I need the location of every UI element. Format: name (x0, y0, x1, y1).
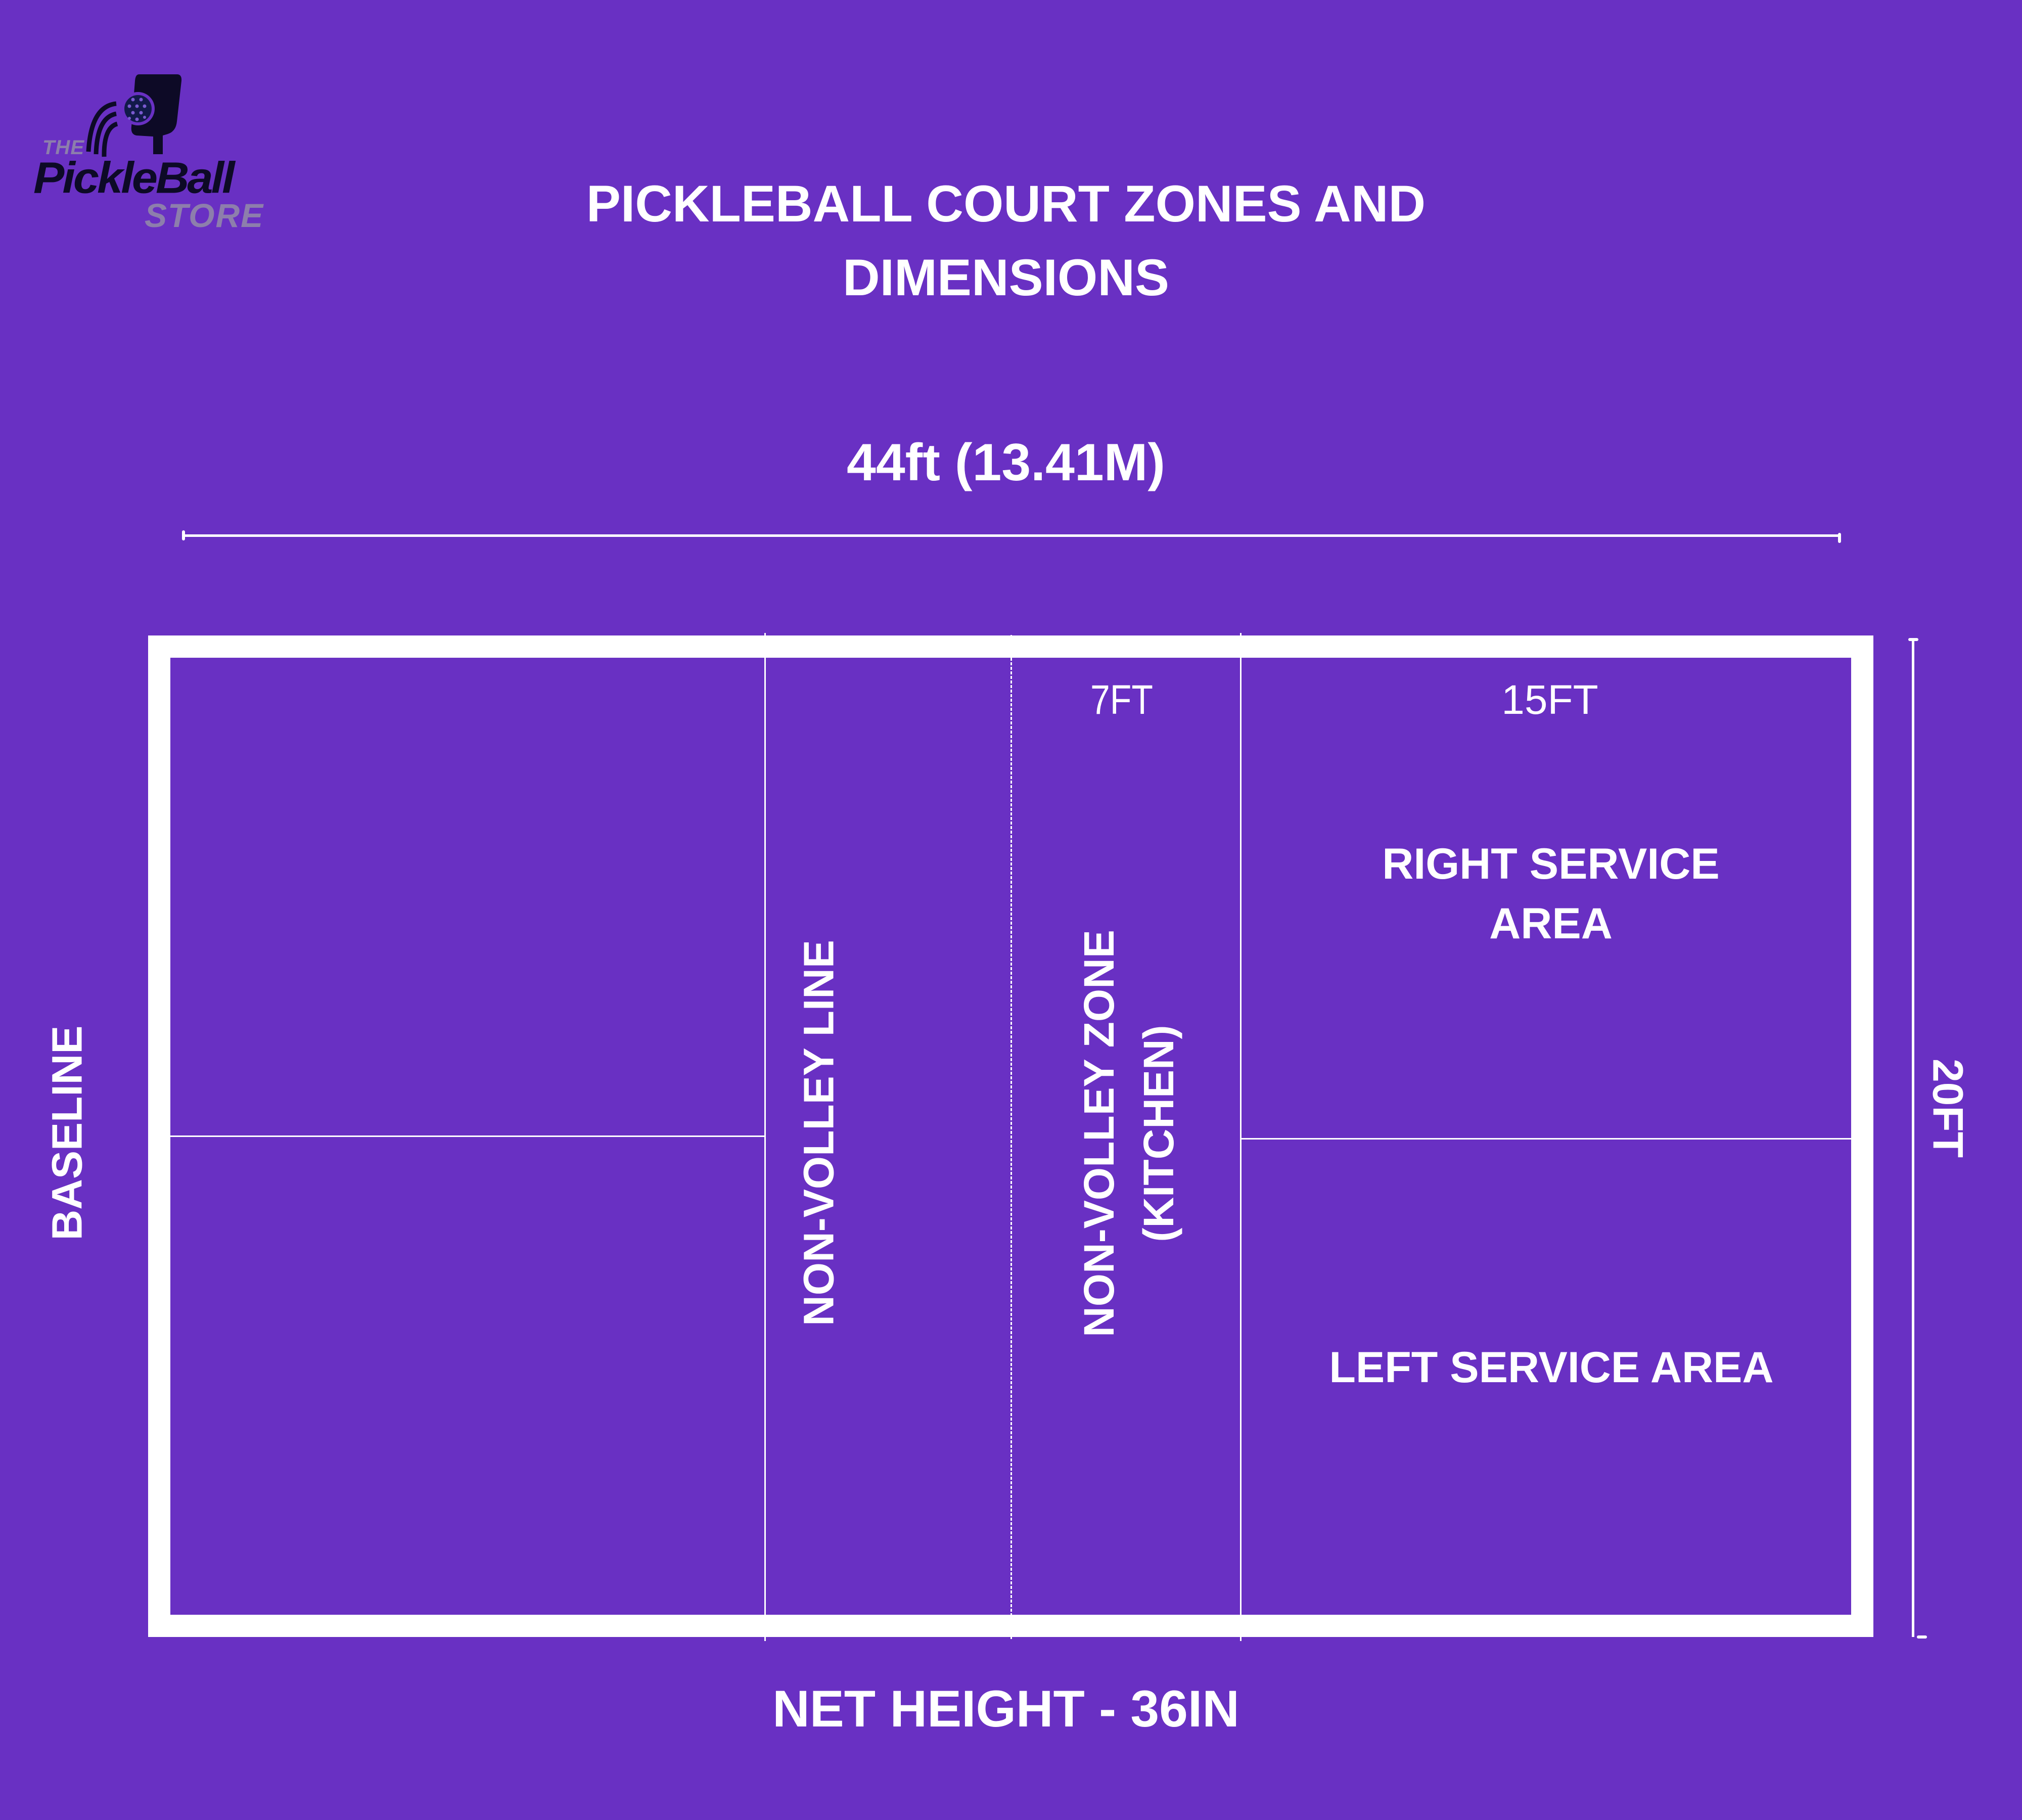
baseline-label: BASELINE (43, 1025, 91, 1241)
right-center-line (1241, 1138, 1851, 1140)
court-width-label: 44ft (13.41M) (847, 433, 1165, 492)
pickleball-store-logo: THE PickleBall STORE (30, 51, 273, 234)
left-center-line (170, 1135, 765, 1137)
court-height-label: 20FT (1924, 1058, 1972, 1158)
right-service-area-line-2: AREA (1489, 899, 1613, 948)
logo-the-text: THE (42, 136, 84, 159)
title-line-2: DIMENSIONS (842, 249, 1170, 306)
kitchen-line (1240, 633, 1242, 1641)
paddle-ball-icon (86, 74, 182, 157)
service-depth-label: 15FT (1501, 677, 1598, 723)
kitchen-depth-label: 7FT (1090, 677, 1153, 723)
right-service-area-label: RIGHT SERVICE AREA (1382, 834, 1719, 953)
non-volley-line-label: NON-VOLLEY LINE (795, 940, 843, 1326)
logo-brand-text: PickleBall (33, 153, 235, 203)
non-volley-zone-label: NON-VOLLEY ZONE (KITCHEN) (1069, 930, 1188, 1337)
page-title: PICKLEBALL COURT ZONES AND DIMENSIONS (0, 167, 2012, 314)
width-dimension-tick-left (182, 530, 185, 540)
net-line-dashed (1010, 635, 1012, 1639)
width-dimension-line (183, 534, 1839, 537)
left-service-area-label: LEFT SERVICE AREA (1329, 1343, 1774, 1392)
right-service-area-line-1: RIGHT SERVICE (1382, 840, 1720, 888)
non-volley-line (764, 633, 766, 1641)
width-dimension-tick-right (1838, 533, 1841, 543)
height-dimension-tick-bottom (1917, 1635, 1927, 1639)
height-dimension-line (1912, 640, 1914, 1637)
height-dimension-tick-top (1908, 638, 1918, 641)
net-height-label: NET HEIGHT - 36IN (772, 1680, 1239, 1738)
non-volley-zone-label-line-2: (KITCHEN) (1135, 1025, 1182, 1242)
title-line-1: PICKLEBALL COURT ZONES AND (586, 175, 1426, 233)
non-volley-zone-label-line-1: NON-VOLLEY ZONE (1075, 930, 1123, 1337)
logo-store-text: STORE (145, 197, 264, 234)
